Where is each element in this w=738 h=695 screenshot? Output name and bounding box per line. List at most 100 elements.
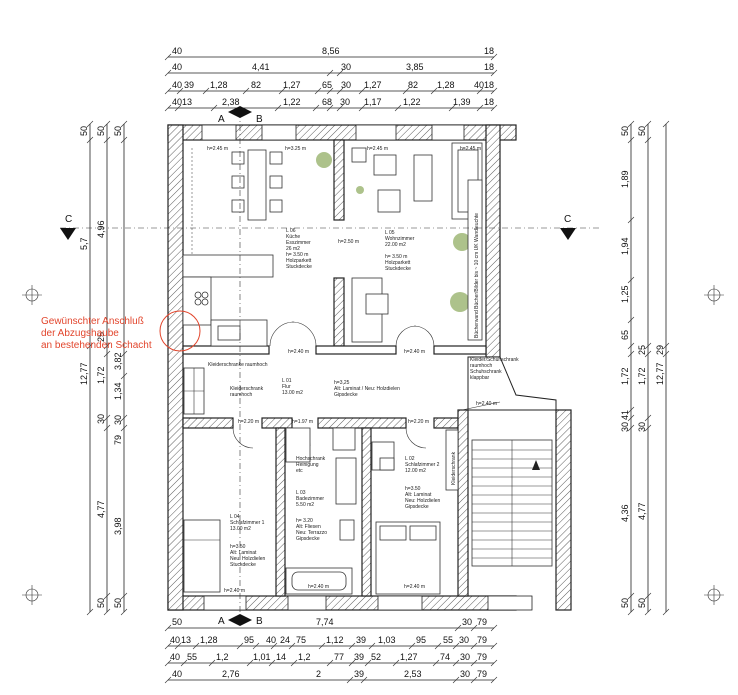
dimension-tick xyxy=(120,372,128,380)
dim-top-r4-2: 2,38 xyxy=(222,97,240,107)
bed2-line-7: Gipsdecke xyxy=(405,504,429,510)
dimension-tick xyxy=(644,424,652,432)
dimension-tick xyxy=(86,120,94,128)
dimension-tick xyxy=(662,342,670,350)
dim-top-r4-4: 68 xyxy=(322,97,332,107)
dim-right-i-3: 1,25 xyxy=(620,285,630,303)
section-a-top: A xyxy=(218,114,225,125)
dim-bot-r2-6: 75 xyxy=(296,635,306,645)
dim-top-r3-8: 82 xyxy=(408,80,418,90)
dimension-tick xyxy=(270,642,278,650)
dim-right-i-5: 1,72 xyxy=(620,367,630,385)
dim-top-r4-9: 18 xyxy=(484,97,494,107)
kitchen-furniture xyxy=(182,148,283,347)
dimension-tick xyxy=(120,136,128,144)
room-label-kitchen: L 06 Küche Esszimmer 26 m2 h= 3.50 m Hol… xyxy=(286,228,312,270)
kitchen-line-2: Esszimmer xyxy=(286,240,311,246)
dimension-tick xyxy=(644,414,652,422)
bath-line-4: h= 3.20 xyxy=(296,518,313,524)
dimension-tick xyxy=(336,87,344,95)
shoe-cabinet-label: klappbar xyxy=(470,375,490,381)
bed2-line-6: Neu: Holzdielen xyxy=(405,498,441,504)
dimension-tick xyxy=(476,87,484,95)
dim-right-i-9: 50 xyxy=(620,598,630,608)
dim-bot-r2-10: 95 xyxy=(416,635,426,645)
dim-top-r2-4: 18 xyxy=(484,62,494,72)
dim-top-r3-2: 1,28 xyxy=(210,80,228,90)
dim-top-r4-6: 1,17 xyxy=(364,97,382,107)
dim-top-r3-3: 82 xyxy=(251,80,261,90)
dimension-tick xyxy=(120,592,128,600)
dimension-tick xyxy=(288,642,296,650)
dimension-tick xyxy=(103,342,111,350)
dimension-tick xyxy=(348,642,356,650)
dimension-tick xyxy=(452,642,460,650)
dim-right-i-2: 1,94 xyxy=(620,237,630,255)
kitchen-line-5: Holzparkett xyxy=(286,258,312,264)
dimension-tick xyxy=(120,120,128,128)
dim-top-r3-1: 39 xyxy=(184,80,194,90)
section-c-left: C xyxy=(65,214,72,225)
dim-bot-r4-2: 2 xyxy=(316,669,321,679)
kitchen-line-3: 26 m2 xyxy=(286,246,300,252)
bed1-line-0: L 04 xyxy=(230,514,240,520)
living-line-0: L 05 xyxy=(385,230,395,236)
misc-labels: h=2.45 m h=3.25 m h=2.45 m h=2.45 m h=2.… xyxy=(207,146,519,594)
dim-bot-r4-1: 2,76 xyxy=(222,669,240,679)
bed2-line-1: Schlafzimmer 2 xyxy=(405,462,440,468)
dimension-tick xyxy=(314,87,322,95)
height-label: h=2.20 m xyxy=(238,419,259,425)
living-line-6: Stuckdecke xyxy=(385,266,411,272)
dimension-tick xyxy=(164,624,172,632)
dim-right-i-4: 65 xyxy=(620,330,630,340)
living-line-5: Holzparkett xyxy=(385,260,411,266)
dimension-tick xyxy=(627,414,635,422)
section-a-bottom: A xyxy=(218,616,225,627)
dimension-tick xyxy=(246,659,254,667)
dimension-tick xyxy=(490,642,498,650)
dim-bot-r3-7: 39 xyxy=(354,652,364,662)
dim-left-i-6: 50 xyxy=(113,598,123,608)
dim-bot-r3-4: 14 xyxy=(276,652,286,662)
dimension-tick xyxy=(290,659,298,667)
dim-bot-r3-12: 79 xyxy=(477,652,487,662)
dim-bot-r3-2: 1,2 xyxy=(216,652,229,662)
dimension-tick xyxy=(364,659,372,667)
dim-right-m-1: 25 xyxy=(637,345,647,355)
reference-crosshairs xyxy=(22,285,724,605)
dimension-tick xyxy=(120,424,128,432)
dimension-tick xyxy=(470,642,478,650)
dimension-tick xyxy=(86,608,94,616)
dim-top-r4-1: 13 xyxy=(182,97,192,107)
living-line-4: h= 3.50 m xyxy=(385,254,407,260)
dim-bot-r2-11: 55 xyxy=(443,635,453,645)
dimension-tick xyxy=(174,642,182,650)
dimension-tick xyxy=(268,659,276,667)
room-label-bedroom1: L 04 Schlafzimmer 1 13.00 m2 h=3.50 Alt:… xyxy=(230,514,266,568)
dimension-tick xyxy=(103,414,111,422)
dim-left-m-4: 30 xyxy=(96,414,106,424)
dimension-tick xyxy=(103,424,111,432)
dimension-tick xyxy=(490,53,498,61)
dim-bot-r2-12: 30 xyxy=(459,635,469,645)
dimension-tick xyxy=(103,350,111,358)
bed1-line-2: 13.00 m2 xyxy=(230,526,251,532)
height-label: h=2.40 m xyxy=(476,401,497,407)
dim-right-o-0: 29 xyxy=(655,345,665,355)
shoe-cabinet-label: raumhoch xyxy=(470,363,492,369)
section-marks: A B A B C C xyxy=(60,106,600,627)
dimension-tick xyxy=(336,69,344,77)
dim-bot-r2-2: 1,28 xyxy=(200,635,218,645)
wardrobe2-label: Kleiderschrank xyxy=(451,451,457,485)
dimension-tick xyxy=(236,642,244,650)
dim-top-r2-2: 30 xyxy=(341,62,351,72)
living-line-1: Wohnzimmer xyxy=(385,236,415,242)
bed2-line-0: L 02 xyxy=(405,456,415,462)
dim-left-m-6: 50 xyxy=(96,598,106,608)
dimension-tick xyxy=(120,608,128,616)
dim-right-m-5: 50 xyxy=(637,598,647,608)
dim-top-r3-6: 30 xyxy=(341,80,351,90)
dim-left-o-2: 12,77 xyxy=(79,362,89,385)
dim-right-m-0: 50 xyxy=(637,126,647,136)
